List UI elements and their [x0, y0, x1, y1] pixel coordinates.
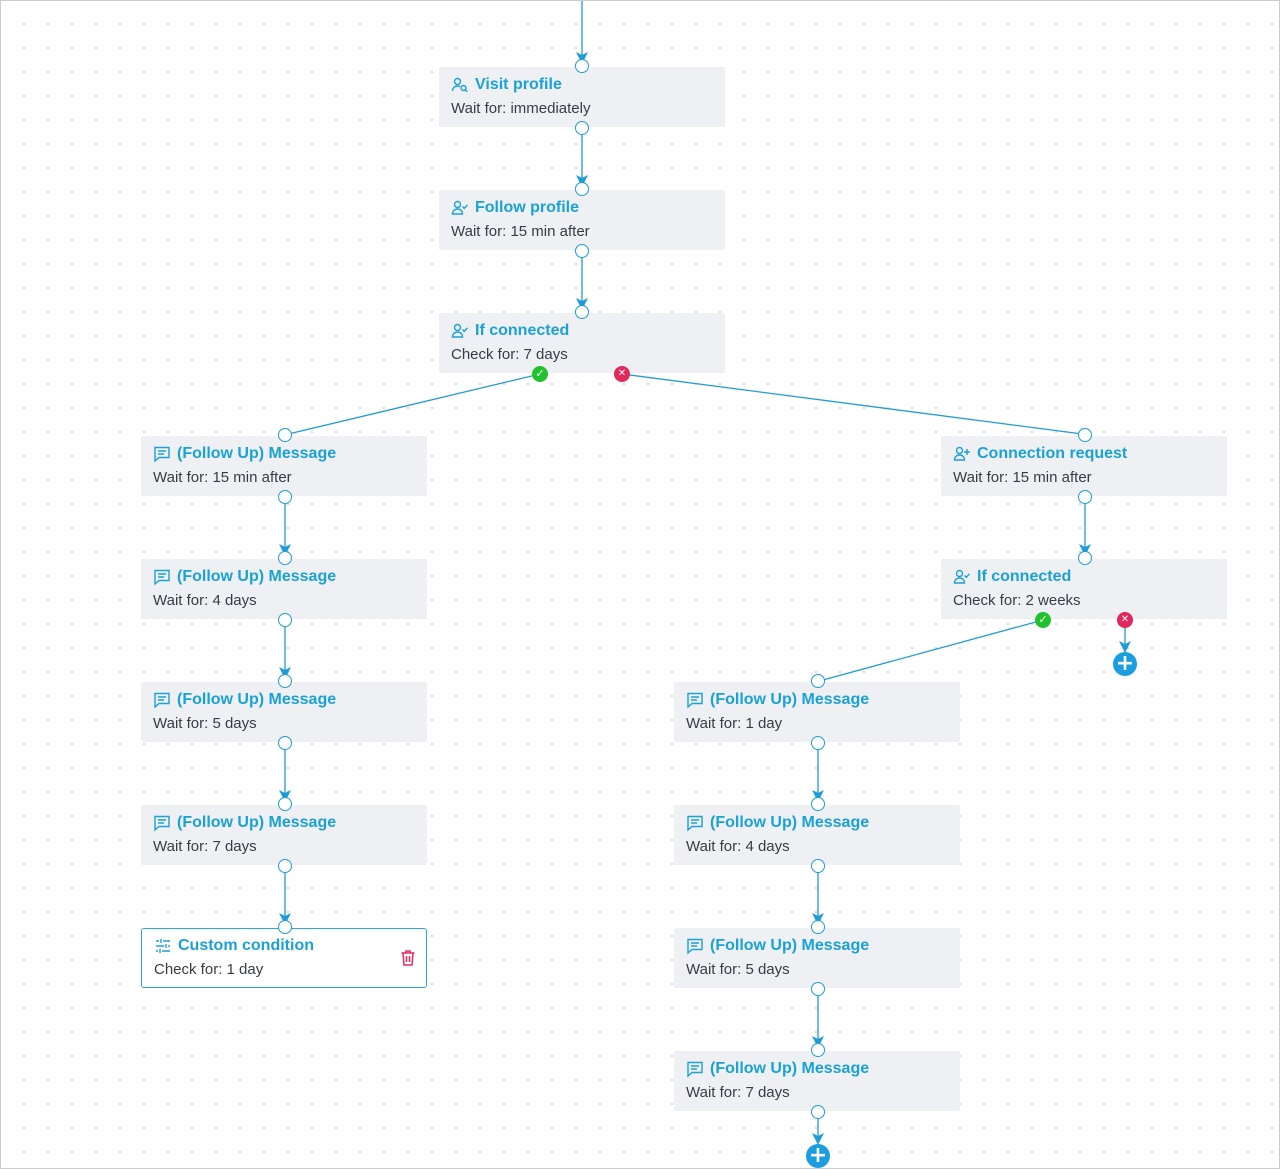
input-port[interactable]	[811, 1043, 825, 1057]
add-step-plus-icon[interactable]: +	[1113, 652, 1137, 676]
node-subtitle: Check for: 2 weeks	[953, 592, 1081, 609]
node-left-message-2[interactable]: (Follow Up) Message Wait for: 4 days	[141, 559, 427, 619]
add-step-plus-icon[interactable]: +	[806, 1144, 830, 1168]
input-port[interactable]	[278, 674, 292, 688]
message-icon	[153, 568, 171, 586]
node-custom-condition[interactable]: Custom condition Check for: 1 day	[141, 928, 427, 988]
node-right-message-4[interactable]: (Follow Up) Message Wait for: 7 days	[674, 1051, 960, 1111]
output-port[interactable]	[575, 121, 589, 135]
visit-profile-icon	[451, 76, 469, 94]
output-port[interactable]	[278, 736, 292, 750]
input-port[interactable]	[811, 674, 825, 688]
message-icon	[686, 1060, 704, 1078]
edge-if-no-to-connection-request	[621, 373, 1092, 440]
input-port[interactable]	[575, 59, 589, 73]
message-icon	[153, 691, 171, 709]
node-left-message-3[interactable]: (Follow Up) Message Wait for: 5 days	[141, 682, 427, 742]
input-port[interactable]	[278, 428, 292, 442]
node-if-connected[interactable]: If connected Check for: 7 days	[439, 313, 725, 373]
input-port[interactable]	[1078, 551, 1092, 565]
node-subtitle: Wait for: 1 day	[686, 715, 783, 732]
node-subtitle: Check for: 7 days	[451, 346, 568, 363]
edge-if-yes-to-left-msg-1	[278, 373, 541, 440]
yes-branch-check-icon[interactable]: ✓	[1035, 612, 1051, 628]
node-left-message-4[interactable]: (Follow Up) Message Wait for: 7 days	[141, 805, 427, 865]
yes-branch-check-icon[interactable]: ✓	[532, 366, 548, 382]
input-port[interactable]	[811, 797, 825, 811]
node-follow-profile[interactable]: Follow profile Wait for: 15 min after	[439, 190, 725, 250]
output-port[interactable]	[278, 859, 292, 873]
sliders-icon	[154, 937, 172, 955]
node-title: (Follow Up) Message	[710, 814, 870, 831]
node-subtitle: Wait for: 15 min after	[451, 223, 590, 240]
user-check-icon	[953, 568, 971, 586]
node-visit-profile[interactable]: Visit profile Wait for: immediately	[439, 67, 725, 127]
message-icon	[686, 814, 704, 832]
input-port[interactable]	[575, 305, 589, 319]
node-if-connected-2[interactable]: If connected Check for: 2 weeks	[941, 559, 1227, 619]
input-port[interactable]	[575, 182, 589, 196]
node-left-message-1[interactable]: (Follow Up) Message Wait for: 15 min aft…	[141, 436, 427, 496]
trash-icon[interactable]	[400, 949, 416, 967]
node-connection-request[interactable]: Connection request Wait for: 15 min afte…	[941, 436, 1227, 496]
node-subtitle: Wait for: 4 days	[686, 838, 790, 855]
follow-profile-icon	[451, 199, 469, 217]
user-plus-icon	[953, 445, 971, 463]
node-title: (Follow Up) Message	[710, 1060, 870, 1077]
node-title: Follow profile	[475, 199, 579, 216]
input-port[interactable]	[811, 920, 825, 934]
node-subtitle: Wait for: 7 days	[153, 838, 257, 855]
node-subtitle: Wait for: 15 min after	[953, 469, 1092, 486]
user-check-icon	[451, 322, 469, 340]
output-port[interactable]	[278, 490, 292, 504]
node-subtitle: Check for: 1 day	[154, 961, 264, 978]
no-branch-x-icon[interactable]: ✕	[1117, 612, 1133, 628]
node-title: Custom condition	[178, 937, 314, 954]
node-right-message-3[interactable]: (Follow Up) Message Wait for: 5 days	[674, 928, 960, 988]
node-title: Visit profile	[475, 76, 562, 93]
node-title: (Follow Up) Message	[177, 568, 337, 585]
node-title: If connected	[475, 322, 570, 339]
output-port[interactable]	[811, 859, 825, 873]
edge-if2-yes-to-right-msg-1	[810, 619, 1044, 687]
node-title: If connected	[977, 568, 1072, 585]
output-port[interactable]	[278, 613, 292, 627]
message-icon	[686, 691, 704, 709]
node-title: (Follow Up) Message	[710, 937, 870, 954]
input-port[interactable]	[278, 797, 292, 811]
message-icon	[153, 445, 171, 463]
node-subtitle: Wait for: 5 days	[686, 961, 790, 978]
input-port[interactable]	[278, 551, 292, 565]
node-right-message-2[interactable]: (Follow Up) Message Wait for: 4 days	[674, 805, 960, 865]
input-port[interactable]	[1078, 428, 1092, 442]
output-port[interactable]	[1078, 490, 1092, 504]
output-port[interactable]	[811, 1105, 825, 1119]
node-subtitle: Wait for: 5 days	[153, 715, 257, 732]
message-icon	[686, 937, 704, 955]
node-title: (Follow Up) Message	[177, 814, 337, 831]
node-title: (Follow Up) Message	[177, 445, 337, 462]
output-port[interactable]	[811, 982, 825, 996]
output-port[interactable]	[575, 244, 589, 258]
node-right-message-1[interactable]: (Follow Up) Message Wait for: 1 day	[674, 682, 960, 742]
node-subtitle: Wait for: immediately	[451, 100, 591, 117]
node-subtitle: Wait for: 15 min after	[153, 469, 292, 486]
node-title: (Follow Up) Message	[710, 691, 870, 708]
message-icon	[153, 814, 171, 832]
output-port[interactable]	[811, 736, 825, 750]
node-title: Connection request	[977, 445, 1128, 462]
node-subtitle: Wait for: 4 days	[153, 592, 257, 609]
node-title: (Follow Up) Message	[177, 691, 337, 708]
no-branch-x-icon[interactable]: ✕	[614, 366, 630, 382]
node-subtitle: Wait for: 7 days	[686, 1084, 790, 1101]
input-port[interactable]	[278, 920, 292, 934]
